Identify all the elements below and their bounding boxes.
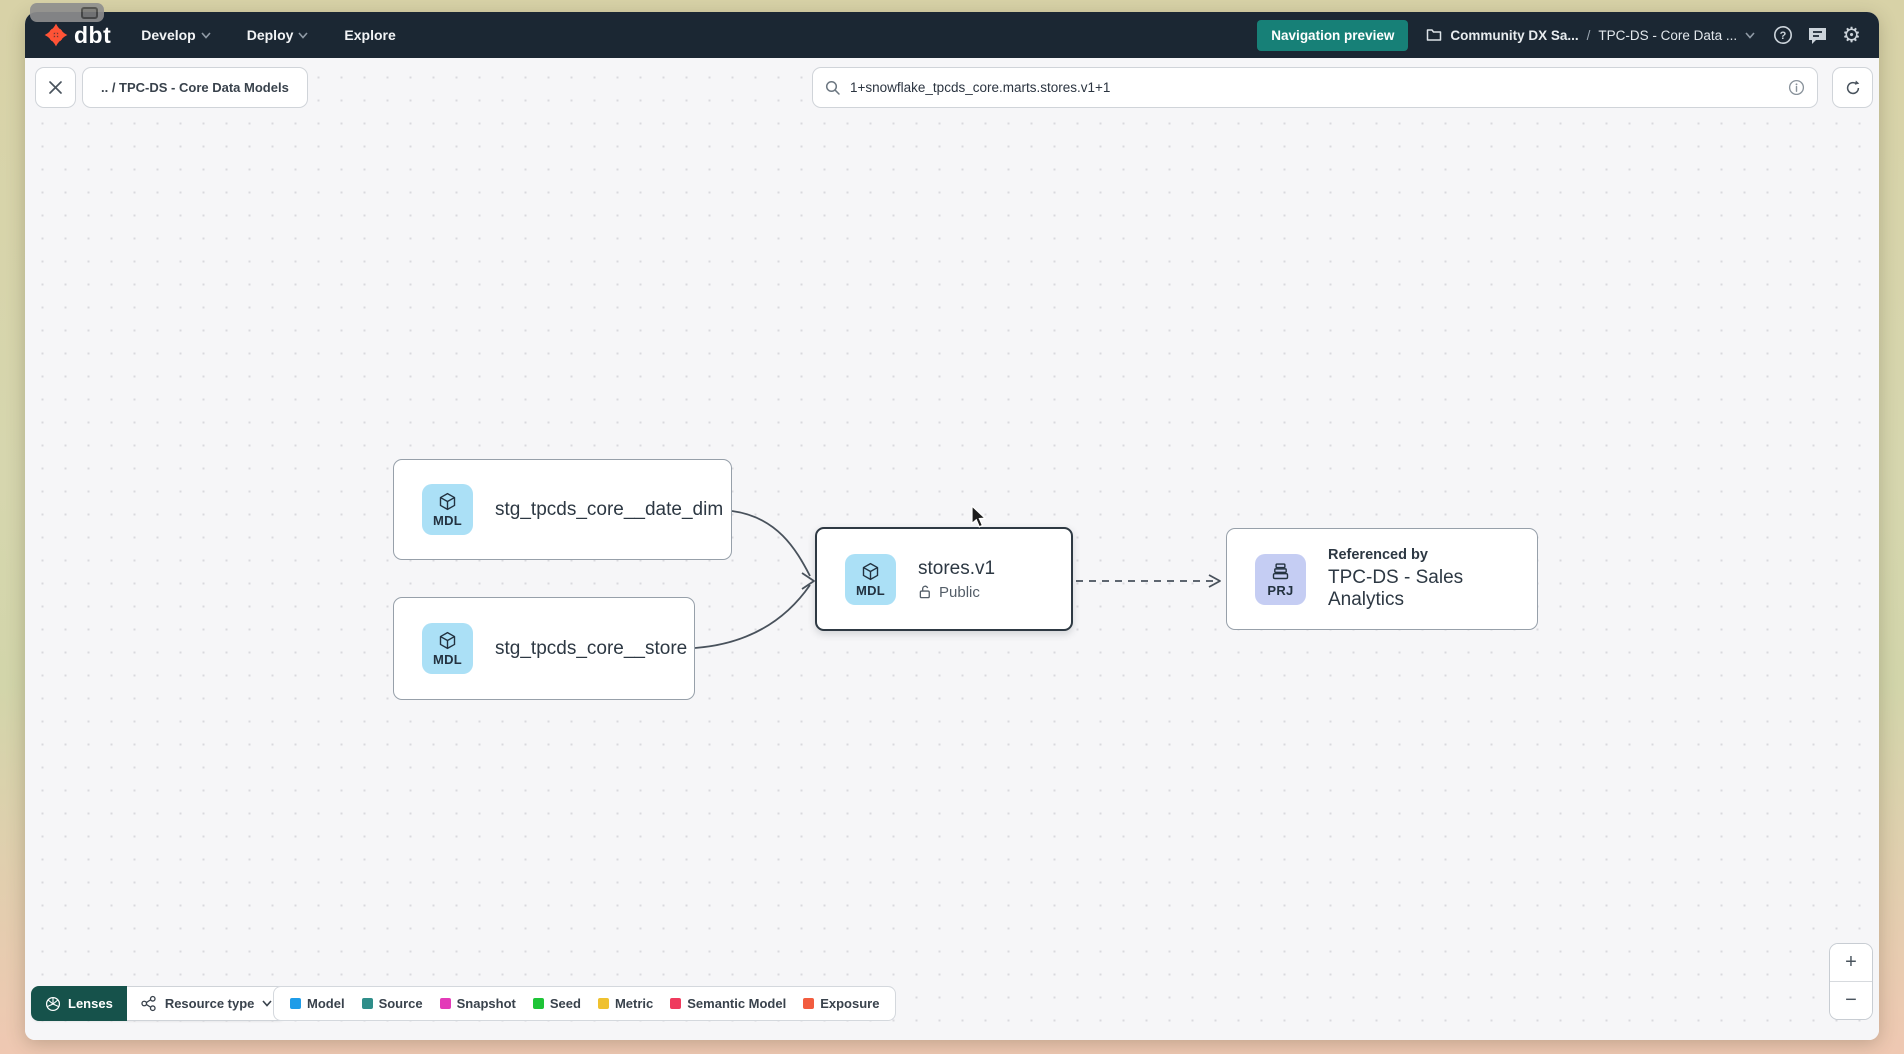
chevron-down-icon	[262, 1000, 273, 1007]
close-lineage-button[interactable]	[35, 67, 76, 108]
legend-item: Semantic Model	[670, 996, 786, 1011]
node-stg-tpcds-core-store[interactable]: MDL stg_tpcds_core__store	[393, 597, 695, 700]
node-kicker: Referenced by	[1328, 547, 1428, 563]
zoom-controls: + −	[1829, 943, 1873, 1020]
nav-menu-develop[interactable]: Develop	[141, 27, 211, 43]
legend-label: Metric	[614, 996, 654, 1011]
app-window: dbt Develop Deploy Explore Navigation pr…	[25, 12, 1879, 1040]
legend-swatch	[597, 998, 609, 1009]
access-row: Public	[918, 584, 995, 601]
legend-swatch	[532, 998, 544, 1009]
search-icon	[825, 80, 840, 95]
legend-item: Exposure	[803, 996, 879, 1011]
top-navbar: dbt Develop Deploy Explore Navigation pr…	[25, 12, 1879, 58]
cube-icon	[862, 562, 879, 580]
model-badge: MDL	[422, 484, 473, 535]
chevron-down-icon	[1745, 31, 1755, 39]
lineage-search	[812, 67, 1818, 108]
resource-graph-icon	[141, 995, 156, 1012]
feedback-chat-icon	[1809, 27, 1827, 44]
cube-icon	[439, 492, 456, 511]
legend-item: Snapshot	[439, 996, 516, 1011]
node-label: stg_tpcds_core__store	[495, 637, 688, 659]
legend-label: Snapshot	[456, 996, 516, 1011]
legend-label: Semantic Model	[687, 996, 787, 1011]
legend-label: Source	[378, 996, 423, 1011]
close-icon	[49, 81, 62, 94]
dbt-logo-text: dbt	[74, 21, 112, 48]
legend-swatch	[670, 998, 682, 1009]
help-button[interactable]: ?	[1773, 25, 1793, 45]
legend-item: Model	[290, 996, 345, 1011]
model-badge: MDL	[845, 553, 896, 605]
zoom-out-button[interactable]: −	[1830, 982, 1872, 1019]
breadcrumb-current[interactable]: TPC-DS - Core Data ...	[1598, 27, 1738, 43]
gear-icon: ⚙	[1842, 22, 1861, 47]
help-icon: ?	[1774, 26, 1793, 44]
lenses-button[interactable]: Lenses	[31, 986, 127, 1021]
breadcrumb-separator: /	[1586, 27, 1591, 43]
refresh-icon	[1846, 79, 1859, 94]
cube-icon	[439, 631, 456, 650]
legend-swatch	[290, 998, 301, 1009]
legend-swatch	[803, 998, 815, 1009]
lineage-canvas[interactable]	[25, 58, 1879, 1040]
stacked-project-icon	[1272, 562, 1289, 579]
lineage-path-chip[interactable]: .. / TPC-DS - Core Data Models	[82, 67, 308, 108]
breadcrumb[interactable]: Community DX Sa... / TPC-DS - Core Data …	[1426, 28, 1755, 43]
dbt-logo-icon	[44, 23, 68, 47]
svg-text:?: ?	[1780, 30, 1787, 42]
legend-item: Source	[361, 996, 423, 1011]
legend-label: Exposure	[820, 996, 880, 1011]
folder-icon	[1427, 29, 1442, 41]
chevron-down-icon	[298, 32, 309, 39]
nav-menu-deploy[interactable]: Deploy	[247, 27, 309, 43]
access-label: Public	[939, 583, 980, 601]
zoom-in-button[interactable]: +	[1830, 944, 1872, 982]
breadcrumb-project[interactable]: Community DX Sa...	[1450, 27, 1579, 43]
model-badge: MDL	[422, 623, 473, 674]
node-text: stores.v1 Public	[918, 558, 995, 601]
dbt-logo[interactable]: dbt	[43, 22, 111, 49]
node-label: TPC-DS - Sales Analytics	[1328, 567, 1464, 610]
resource-type-dropdown[interactable]: Resource type	[126, 986, 287, 1021]
node-label: stg_tpcds_core__date_dim	[495, 498, 724, 520]
feedback-button[interactable]	[1807, 26, 1828, 45]
node-text: Referenced by TPC-DS - Sales Analytics	[1328, 547, 1537, 611]
legend-item: Metric	[597, 996, 654, 1011]
info-icon[interactable]	[1788, 79, 1805, 96]
node-stores-v1[interactable]: MDL stores.v1 Public	[815, 527, 1073, 631]
navbar-icon-group: ? ⚙	[1773, 22, 1861, 47]
navigation-preview-button[interactable]: Navigation preview	[1257, 19, 1409, 51]
lens-aperture-icon	[45, 996, 61, 1011]
window-artifact	[30, 3, 104, 22]
project-badge: PRJ	[1255, 553, 1306, 605]
refresh-lineage-button[interactable]	[1832, 67, 1873, 108]
legend: Model Source Snapshot Seed Metric Semantic Mo…	[273, 986, 897, 1021]
chevron-down-icon	[201, 32, 211, 39]
unlock-icon	[919, 585, 930, 599]
navbar-right: Navigation preview Community DX Sa... / …	[1257, 19, 1861, 51]
legend-label: Model	[307, 996, 345, 1011]
node-label: stores.v1	[918, 557, 996, 579]
legend-swatch	[361, 998, 373, 1009]
node-stg-tpcds-core-date-dim[interactable]: MDL stg_tpcds_core__date_dim	[393, 459, 732, 560]
window-artifact-icon	[81, 6, 98, 19]
nav-menu-explore[interactable]: Explore	[344, 27, 396, 43]
legend-swatch	[439, 998, 451, 1009]
lineage-search-input[interactable]	[850, 80, 1779, 95]
settings-button[interactable]: ⚙	[1842, 22, 1861, 47]
legend-item: Seed	[532, 996, 581, 1011]
node-tpcds-sales-analytics[interactable]: PRJ Referenced by TPC-DS - Sales Analyti…	[1226, 528, 1538, 630]
canvas-control-group: Lenses Resource type	[31, 986, 287, 1021]
legend-label: Seed	[549, 996, 581, 1011]
